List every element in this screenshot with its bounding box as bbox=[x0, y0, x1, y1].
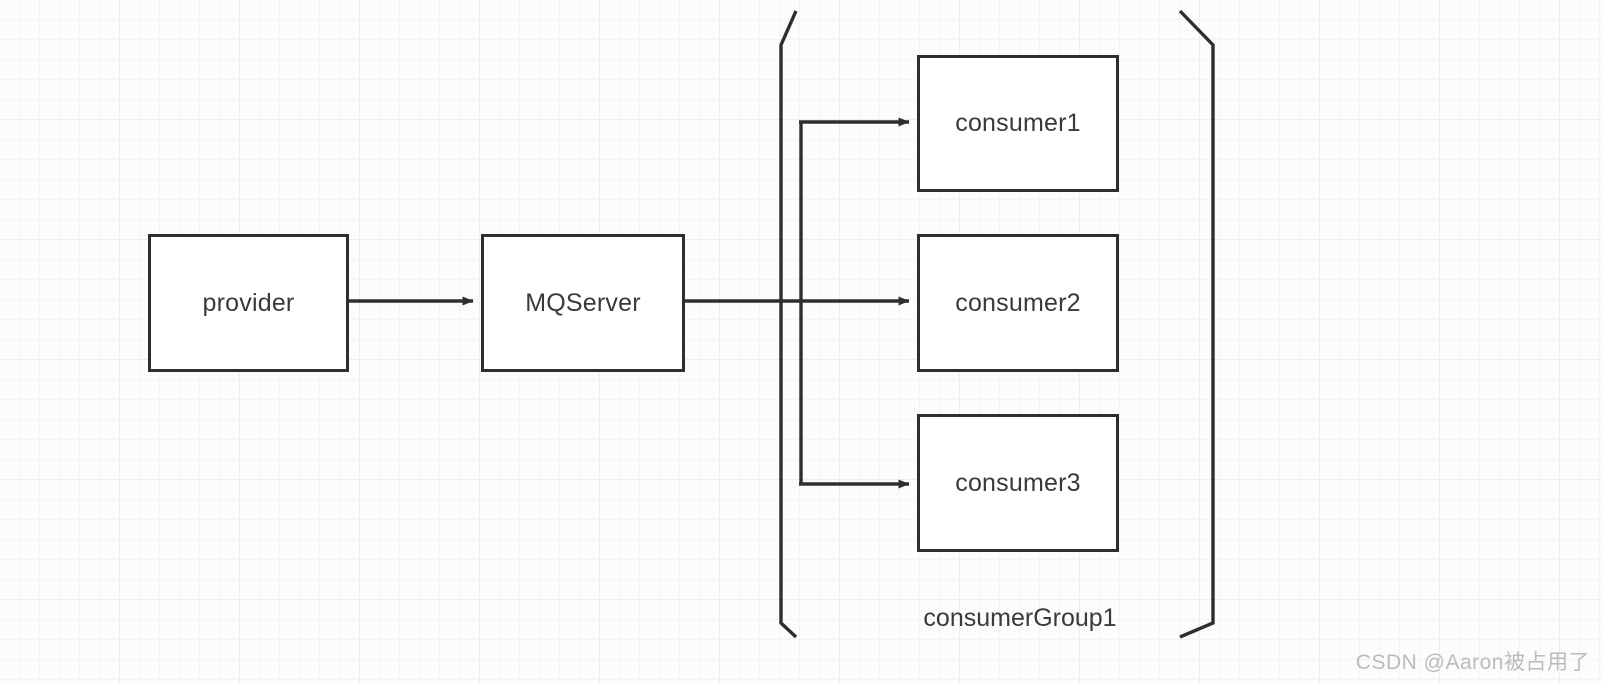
node-consumer3-label: consumer3 bbox=[955, 468, 1081, 497]
node-consumer3[interactable]: consumer3 bbox=[917, 414, 1119, 552]
group-caption-consumer-group1: consumerGroup1 bbox=[923, 604, 1117, 632]
group-bracket-right bbox=[1178, 9, 1215, 639]
node-consumer2-label: consumer2 bbox=[955, 288, 1081, 317]
watermark: CSDN @Aaron被占用了 bbox=[1355, 651, 1590, 674]
node-provider[interactable]: provider bbox=[148, 234, 349, 372]
group-bracket-left bbox=[779, 10, 798, 639]
node-provider-label: provider bbox=[202, 288, 295, 317]
node-consumer1-label: consumer1 bbox=[955, 109, 1081, 137]
node-consumer1[interactable]: consumer1 bbox=[917, 55, 1119, 192]
node-mqserver[interactable]: MQServer bbox=[481, 234, 685, 372]
node-mqserver-label: MQServer bbox=[525, 288, 641, 317]
node-consumer2[interactable]: consumer2 bbox=[917, 234, 1119, 372]
